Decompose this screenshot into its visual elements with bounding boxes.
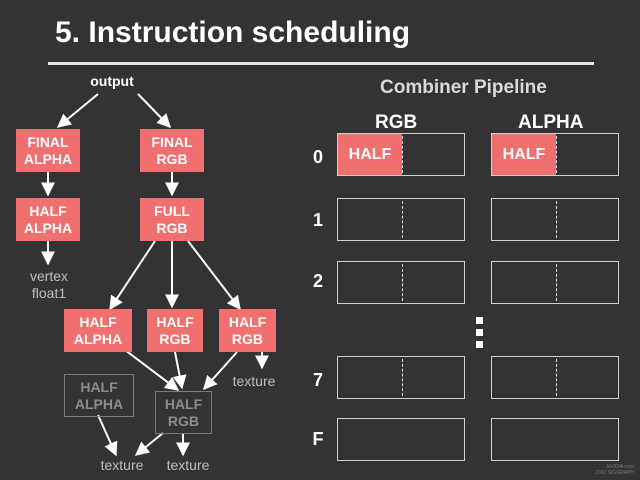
texture-label-bottom-right: texture [166,457,210,473]
arrow-half-rgb-mid1-half-rgb-low [172,351,187,390]
final-alpha-node: FINAL ALPHA [16,129,80,172]
half-alpha-low-node: HALF ALPHA [64,374,134,417]
stage2-rgb-slot [337,261,465,304]
slot-divider [402,264,403,301]
arrow-half-alpha-low-texture [97,414,118,457]
stage0-rgb-half: HALF [338,134,402,175]
ellipsis-dot [476,317,483,324]
slot-divider [556,359,557,396]
stage2-alpha-slot [491,261,619,304]
half-alpha-mid-node: HALF ALPHA [64,309,132,352]
half-rgb-low-node: HALF RGB [155,391,212,434]
slot-divider [402,136,403,173]
stage1-rgb-slot [337,198,465,241]
stage-label-7: 7 [312,370,323,390]
arrow-full-rgb-half-alpha-mid [109,240,156,311]
ellipsis-dot [476,341,483,348]
half-rgb-mid-node-2: HALF RGB [219,309,276,352]
arrow-output-final-alpha [56,93,99,128]
final-rgb-node: FINAL RGB [140,129,204,172]
ellipsis-dot [476,329,483,336]
arrow-half-rgb-low-texture-left [134,432,164,456]
stage-label-2: 2 [312,271,323,291]
arrow-half-alpha-mid-half-rgb-low [124,349,180,391]
slot-divider [402,359,403,396]
corner-watermark: NVIDIA corp 2002 SIGGRAPH [595,464,634,476]
title-underline [48,62,594,65]
vertex-float1-label: vertex float1 [29,268,69,301]
output-label: output [90,73,134,89]
stagef-rgb-slot [337,418,465,461]
stage-label-1: 1 [312,210,323,230]
alpha-column-header: ALPHA [518,112,584,133]
stage7-alpha-slot [491,356,619,399]
stage-label-0: 0 [312,147,323,167]
stage0-alpha-half: HALF [492,134,556,175]
slot-divider [556,264,557,301]
vertical-ellipsis [476,317,484,351]
stagef-alpha-slot [491,418,619,461]
slide-title: 5. Instruction scheduling [55,16,411,49]
stage0-alpha-slot: HALF [491,133,619,176]
rgb-column-header: RGB [375,112,418,133]
full-rgb-node: FULL RGB [140,198,204,241]
half-alpha-node: HALF ALPHA [16,198,80,241]
stage0-rgb-slot: HALF [337,133,465,176]
texture-label-bottom-left: texture [100,457,144,473]
slot-divider [556,136,557,173]
texture-label-right: texture [232,373,276,389]
arrow-half-rgb-mid2-half-rgb-low [203,351,238,391]
combiner-pipeline-title: Combiner Pipeline [380,77,547,98]
stage-label-f: F [312,429,324,449]
slot-divider [556,201,557,238]
arrow-output-final-rgb [137,93,171,129]
arrow-full-rgb-half-rgb-mid2 [187,240,241,311]
stage7-rgb-slot [337,356,465,399]
stage1-alpha-slot [491,198,619,241]
slot-divider [402,201,403,238]
half-rgb-mid-node: HALF RGB [147,309,203,352]
